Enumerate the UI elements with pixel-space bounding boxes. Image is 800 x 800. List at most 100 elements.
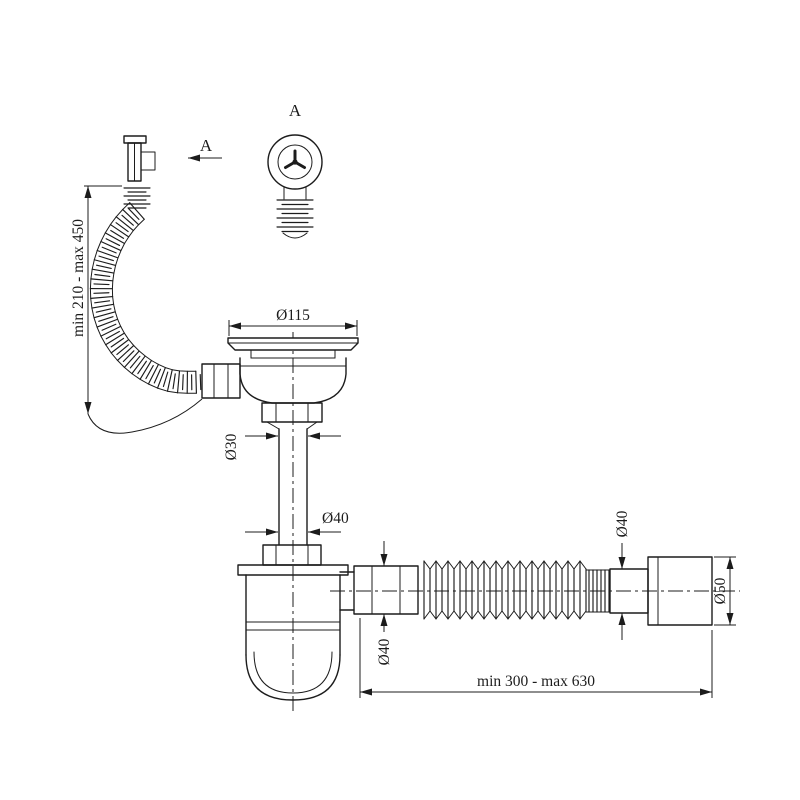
hose-rib xyxy=(96,318,119,328)
hose-rib xyxy=(91,303,115,309)
hose-rib xyxy=(90,278,114,282)
neck-taper-left xyxy=(266,421,280,430)
tailpipe-nut-upper xyxy=(261,402,323,423)
flex-hose-envelope xyxy=(423,610,587,620)
dim-hose-length-label: min 300 - max 630 xyxy=(477,673,595,690)
hose-rib xyxy=(116,344,130,356)
hose-envelope xyxy=(111,218,197,372)
hose-rib xyxy=(101,246,117,254)
hose-rib xyxy=(145,364,154,380)
hose-rib xyxy=(93,311,116,319)
hose-rib xyxy=(93,283,110,286)
outlet-coupling-nut xyxy=(353,565,419,615)
dim-neck-label: Ø30 xyxy=(223,433,240,460)
dim-hose-end-diameter: Ø40 xyxy=(614,510,631,640)
hose-rib xyxy=(94,300,111,304)
centerlines xyxy=(292,332,740,714)
end-cuff xyxy=(647,556,713,626)
dim-hose-length: min 300 - max 630 xyxy=(359,618,713,698)
hose-rib xyxy=(96,249,119,259)
hose-rib xyxy=(90,295,114,299)
section-arrow-label: A xyxy=(200,136,213,155)
hose-rib xyxy=(115,216,134,232)
hose-rib xyxy=(98,255,114,262)
detail-tip xyxy=(282,232,308,239)
trap-dome-inner xyxy=(253,651,333,694)
hose-rib xyxy=(98,316,114,322)
tailpipe-nut-lower xyxy=(262,544,322,566)
hose-rib xyxy=(101,323,117,331)
hose-rib xyxy=(121,214,134,226)
dim-leader-curve xyxy=(87,398,203,434)
strainer-flange xyxy=(227,337,359,351)
hose-rib xyxy=(100,325,122,337)
trap-dome-outer xyxy=(245,654,341,701)
detail-view-label: A xyxy=(289,101,302,120)
strainer-hub-icon xyxy=(292,159,298,165)
hose-rib xyxy=(199,373,202,391)
hose-rib xyxy=(116,344,135,362)
hose-rib xyxy=(105,332,125,346)
hose-rib xyxy=(109,224,130,238)
detail-inner-circle xyxy=(277,144,313,180)
hose-rib xyxy=(182,374,184,391)
hose-rib xyxy=(115,222,129,233)
hose-rib xyxy=(139,359,153,380)
dim-overflow-height-label: min 210 - max 450 xyxy=(70,219,87,337)
detail-outer-circle xyxy=(267,134,323,190)
dim-strainer-diameter: Ø115 xyxy=(228,307,358,336)
dim-outlet-label: Ø40 xyxy=(376,638,393,665)
hose-rib xyxy=(127,207,140,220)
section-arrow-a: A xyxy=(188,136,222,162)
flexible-hose xyxy=(423,560,587,620)
hose-rib xyxy=(105,330,120,340)
hose-rib xyxy=(95,308,112,313)
hose-rib xyxy=(153,368,162,384)
hose-rib xyxy=(110,337,125,348)
hose-rib xyxy=(93,259,117,266)
hose-rib xyxy=(137,360,147,375)
dim-end-fitting-diameter: Ø50 xyxy=(712,556,736,626)
dim-pipe-diameter: Ø40 xyxy=(245,510,349,536)
hose-rib xyxy=(94,273,111,278)
hose-rib xyxy=(122,350,135,363)
hose-rib xyxy=(147,363,160,385)
hose-rib xyxy=(104,232,126,245)
hose-rib xyxy=(166,369,173,392)
dim-outlet-diameter: Ø40 xyxy=(376,541,393,665)
hose-rib xyxy=(162,371,169,388)
dim-neck-diameter: Ø30 xyxy=(223,432,341,460)
detail-view-a: A xyxy=(267,101,323,239)
neck-taper-right xyxy=(306,421,318,430)
hose-rib xyxy=(129,202,145,220)
dim-hose-end-label: Ø40 xyxy=(614,510,631,537)
hose-rib xyxy=(93,292,110,294)
hose-end-fitting xyxy=(585,556,713,626)
hose-rib xyxy=(129,355,141,369)
hose-rib xyxy=(172,373,176,390)
hose-rib xyxy=(156,367,166,389)
overflow-hose xyxy=(89,202,202,394)
hose-rib xyxy=(110,229,125,239)
sink-strainer xyxy=(201,337,359,430)
tailpipe xyxy=(278,428,308,546)
hose-rib xyxy=(105,238,121,247)
hose-rib xyxy=(110,338,130,354)
hose-rib xyxy=(131,355,146,375)
hose-envelope xyxy=(89,202,197,394)
dim-end-fitting-label: Ø50 xyxy=(712,577,729,604)
overflow-inlet-nut xyxy=(201,363,241,399)
hose-rib xyxy=(95,264,112,270)
hose-rib xyxy=(195,370,197,394)
dim-strainer-label: Ø115 xyxy=(276,307,310,324)
hose-rib xyxy=(176,370,181,394)
flex-hose-envelope xyxy=(423,560,587,570)
trap-shoulder xyxy=(237,564,349,576)
dim-overflow-height: min 210 - max 450 xyxy=(70,185,203,434)
trap-body xyxy=(237,544,349,701)
hose-rib xyxy=(122,208,140,226)
overflow-fitting-stub xyxy=(140,151,156,171)
hose-rib xyxy=(123,350,140,368)
